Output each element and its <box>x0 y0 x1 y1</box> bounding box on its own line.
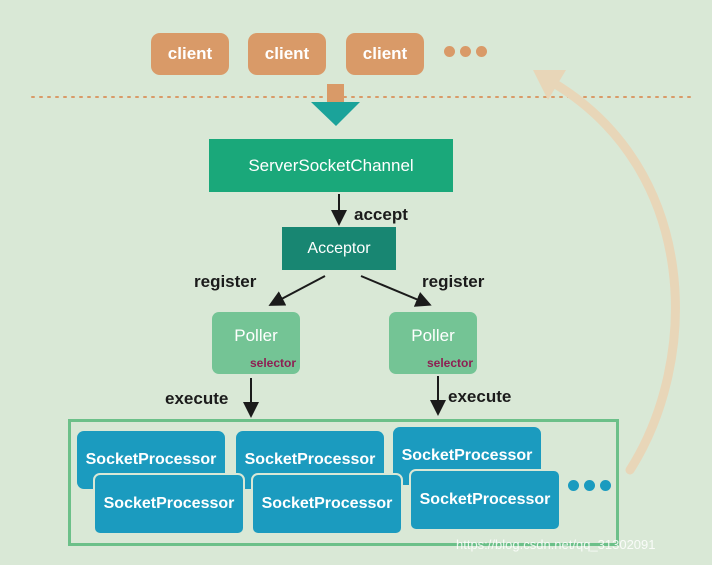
client-box: client <box>248 33 326 75</box>
accept-label: accept <box>354 205 408 224</box>
socket-processor-label: SocketProcessor <box>244 451 376 468</box>
poller-box: Poller selector <box>389 312 477 374</box>
poller-selector-label: selector <box>249 356 296 370</box>
acceptor-box: Acceptor <box>282 227 396 270</box>
socket-processor-box: SocketProcessor <box>251 473 403 535</box>
client-label: client <box>167 44 213 63</box>
socket-processor-label: SocketProcessor <box>401 447 533 464</box>
poller-title: Poller <box>411 326 455 345</box>
worker-pool-frame <box>68 419 619 546</box>
socket-processor-label: SocketProcessor <box>85 451 217 468</box>
poller-title: Poller <box>234 326 278 345</box>
return-curve-arrow <box>533 70 680 475</box>
more-clients-ellipsis <box>444 46 487 57</box>
server-socket-channel-label: ServerSocketChannel <box>248 155 414 175</box>
poller-selector-label: selector <box>426 356 473 370</box>
server-socket-channel-box: ServerSocketChannel <box>209 139 453 192</box>
socket-processor-box: SocketProcessor <box>409 469 561 531</box>
teal-down-arrow <box>311 84 360 126</box>
client-box: client <box>346 33 424 75</box>
client-label: client <box>264 44 310 63</box>
poller-box: Poller selector <box>212 312 300 374</box>
socket-processor-box: SocketProcessor <box>93 473 245 535</box>
client-label: client <box>362 44 408 63</box>
execute-label-left: execute <box>165 389 229 408</box>
register-arrow-right <box>360 275 432 307</box>
register-label-right: register <box>422 272 485 291</box>
more-processors-ellipsis <box>568 480 611 491</box>
execute-label-right: execute <box>448 387 512 406</box>
socket-processor-label: SocketProcessor <box>103 495 235 512</box>
socket-processor-label: SocketProcessor <box>419 491 551 508</box>
client-box: client <box>151 33 229 75</box>
socket-processor-label: SocketProcessor <box>261 495 393 512</box>
register-arrow-left <box>268 275 326 306</box>
register-label-left: register <box>194 272 257 291</box>
acceptor-label: Acceptor <box>307 239 371 257</box>
watermark: https://blog.csdn.net/qq_31302091 <box>456 537 656 552</box>
